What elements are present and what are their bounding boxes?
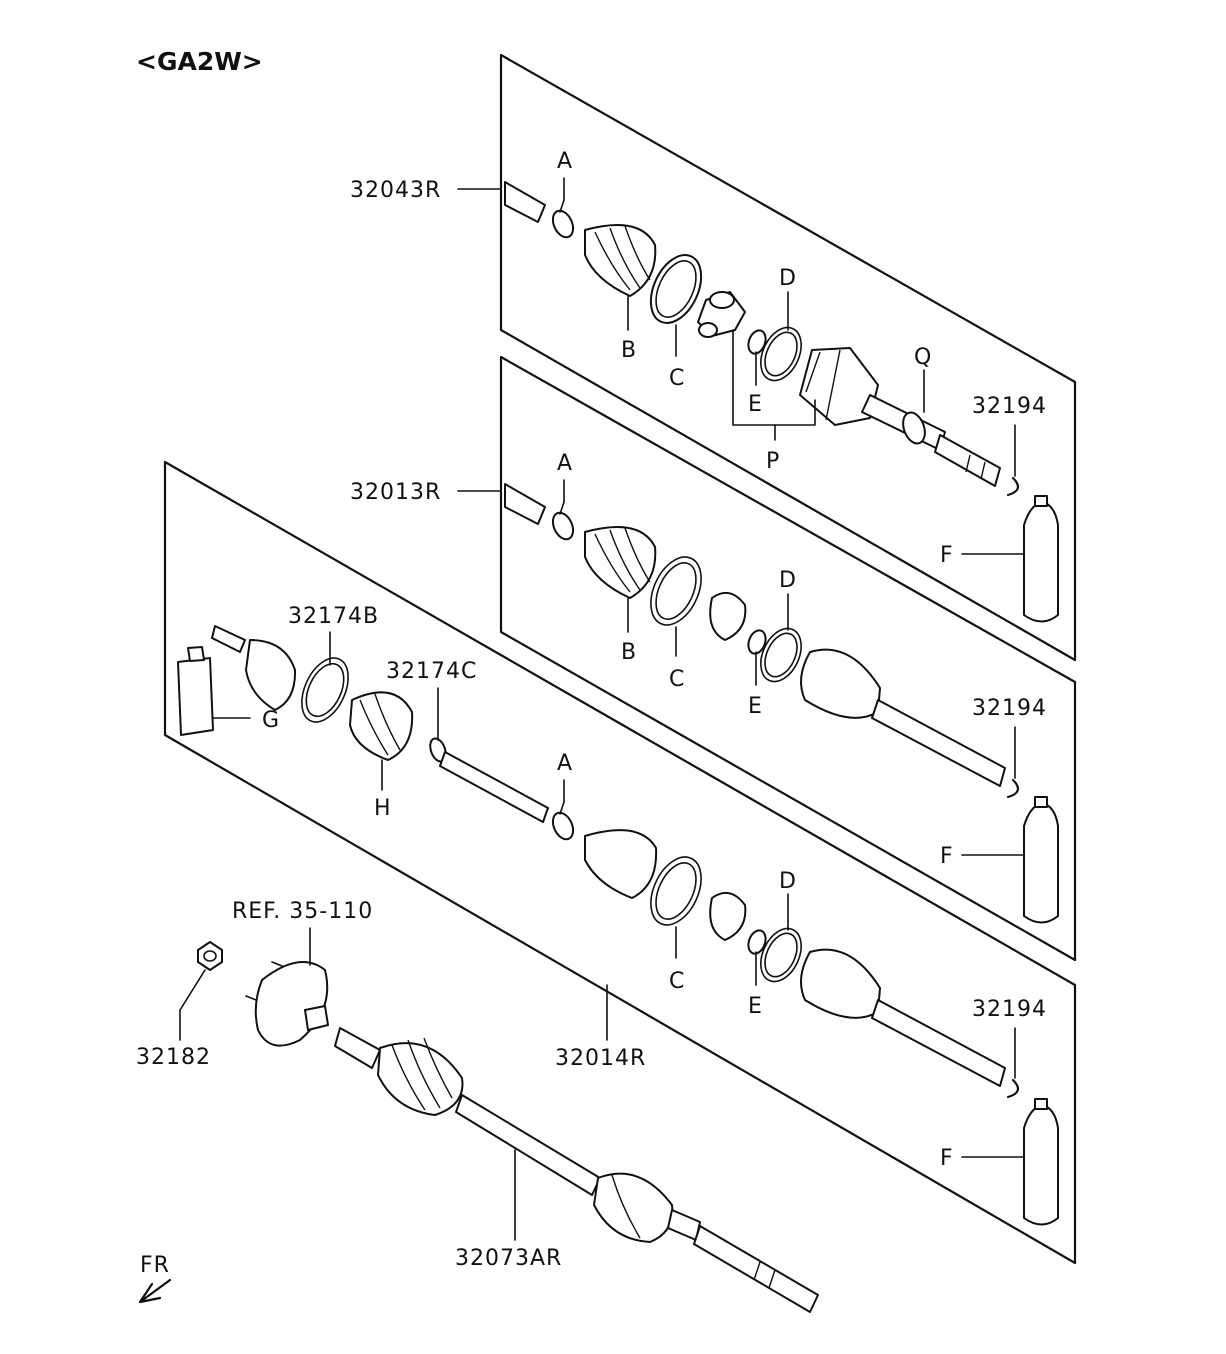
label-32174B: 32174B <box>288 604 379 629</box>
grease-tube-f-2 <box>1023 796 1059 924</box>
label-32174C: 32174C <box>386 659 477 684</box>
label-A-1: A <box>557 149 573 174</box>
hub-nut-32182 <box>197 941 223 971</box>
label-C-2: C <box>669 667 685 692</box>
label-E-1: E <box>748 392 763 417</box>
panel-1-parts <box>504 181 1020 497</box>
panel-2-parts <box>504 483 1020 799</box>
label-E-2: E <box>748 694 763 719</box>
label-32194-2: 32194 <box>972 696 1047 721</box>
label-A-2: A <box>557 451 573 476</box>
label-32194-3: 32194 <box>972 997 1047 1022</box>
panel-32043R <box>499 53 1077 662</box>
label-front: FR <box>140 1253 170 1278</box>
grease-tube-f-1 <box>1023 495 1059 623</box>
label-F-2: F <box>940 844 954 869</box>
grease-tube-f-3 <box>1023 1098 1059 1226</box>
label-D-3: D <box>779 869 797 894</box>
label-B-1: B <box>621 338 637 363</box>
label-ref-35-110: REF. 35-110 <box>232 899 373 924</box>
hub-ref-35-110 <box>245 961 329 1047</box>
label-D-2: D <box>779 568 797 593</box>
label-P: P <box>766 449 780 474</box>
front-direction-arrow-icon <box>138 1278 172 1304</box>
label-B-2: B <box>621 640 637 665</box>
label-A-3: A <box>557 751 573 776</box>
label-F-1: F <box>940 543 954 568</box>
diagram-title: <GA2W> <box>136 47 263 76</box>
label-32182: 32182 <box>136 1045 211 1070</box>
panel-32013R <box>499 355 1077 962</box>
label-32013R: 32013R <box>350 480 441 505</box>
label-H: H <box>374 796 392 821</box>
label-32073AR: 32073AR <box>455 1246 562 1271</box>
label-C-1: C <box>669 366 685 391</box>
panel-32014R <box>163 460 1077 1265</box>
leader-lines <box>179 177 1025 1241</box>
label-32194-1: 32194 <box>972 394 1047 419</box>
label-32014R: 32014R <box>555 1046 646 1071</box>
label-D-1: D <box>779 266 797 291</box>
label-C-3: C <box>669 969 685 994</box>
label-E-3: E <box>748 994 763 1019</box>
panel-3-parts <box>177 625 1020 1099</box>
label-Q: Q <box>914 345 932 370</box>
drive-shaft-assembly-32073AR <box>334 1027 819 1313</box>
label-G: G <box>262 708 280 733</box>
label-F-3: F <box>940 1146 954 1171</box>
label-32043R: 32043R <box>350 178 441 203</box>
